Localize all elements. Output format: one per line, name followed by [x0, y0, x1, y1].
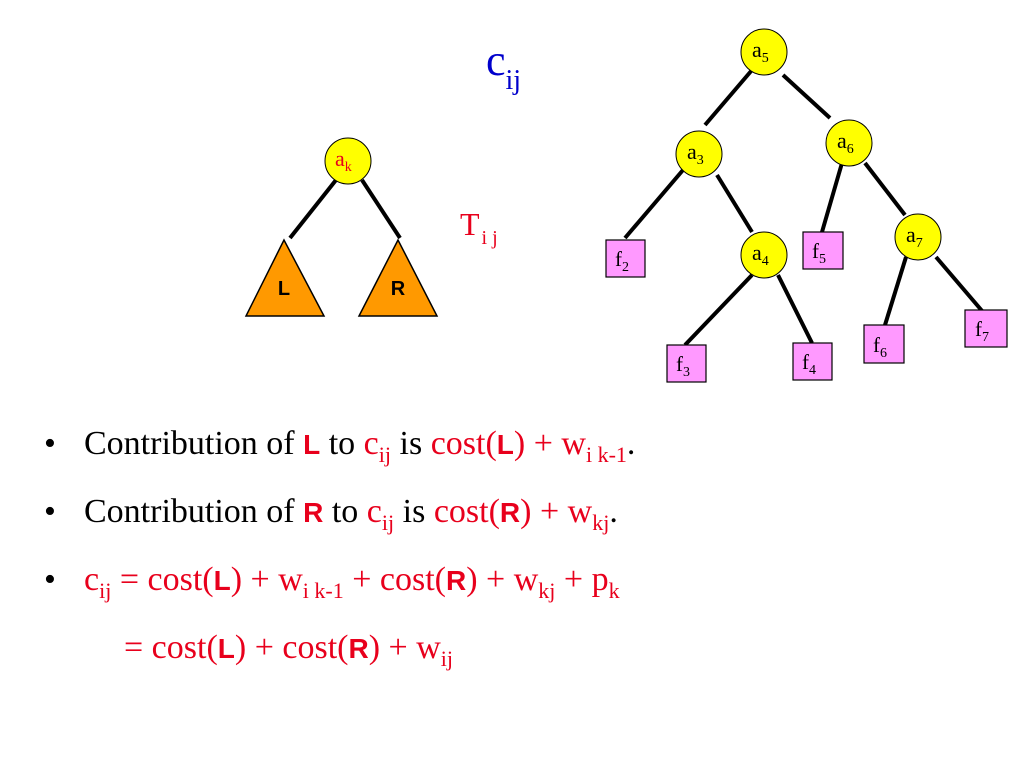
edge — [776, 274, 814, 344]
leaf-f2 — [605, 239, 646, 278]
text: to — [323, 493, 367, 530]
left-subtree-triangle — [244, 238, 326, 317]
node-a7 — [894, 213, 942, 261]
bullet-dot: • — [44, 425, 56, 462]
slide-title: cij — [486, 36, 521, 96]
edge — [715, 173, 754, 234]
edge — [683, 273, 754, 347]
leaf-f5 — [802, 231, 844, 270]
bullet-2: Contribution of R to cij is cost(R) + wk… — [84, 492, 618, 535]
node-a3-label: a3 — [687, 139, 704, 168]
edge — [288, 178, 338, 240]
cost-expression: cost(R) + wkj — [433, 493, 610, 535]
leaf-f6-label: f6 — [873, 333, 887, 361]
leaf-f7 — [964, 309, 1008, 348]
edge — [934, 255, 985, 314]
leaf-f4 — [792, 342, 833, 381]
node-a6 — [825, 119, 873, 167]
node-a4-label: a4 — [752, 240, 769, 269]
bullet-1: Contribution of L to cij is cost(L) + wi… — [84, 424, 636, 467]
leaf-f6 — [863, 324, 905, 364]
node-a5 — [740, 28, 788, 76]
text: Contribution of — [84, 425, 304, 462]
leaf-f2-label: f2 — [615, 247, 629, 275]
left-subtree-label: L — [278, 278, 290, 300]
bullet-dot: • — [44, 561, 56, 598]
node-a6-label: a6 — [837, 128, 854, 157]
right-subtree-triangle — [357, 238, 439, 317]
edge — [623, 168, 685, 240]
edge — [781, 73, 832, 120]
text: is — [391, 425, 431, 462]
generic-tree: ak L R — [244, 137, 439, 317]
text: . — [609, 493, 618, 530]
r-symbol: R — [303, 497, 324, 528]
bullet-3-continuation: = cost(L) + cost(R) + wij — [124, 629, 453, 671]
l-symbol: L — [303, 429, 321, 460]
edge — [863, 161, 907, 217]
leaf-f5-label: f5 — [812, 239, 826, 267]
example-tree: a5 a3 a6 a4 a7 f2 f5 f3 f4 f6 f7 — [605, 28, 1008, 383]
leaf-f3 — [666, 344, 707, 383]
cij: cij — [363, 425, 391, 467]
node-a7-label: a7 — [906, 222, 923, 251]
bullet-3-equation: cij = cost(L) + wi k-1 + cost(R) + wkj +… — [84, 561, 620, 603]
edge — [883, 256, 908, 326]
edge — [360, 178, 402, 240]
edge — [820, 162, 844, 233]
text: Contribution of — [84, 493, 304, 530]
edge — [703, 68, 754, 127]
leaf-f3-label: f3 — [676, 352, 690, 380]
text: is — [394, 493, 434, 530]
text: . — [626, 425, 636, 462]
bullet-dot: • — [44, 493, 56, 530]
text: to — [320, 425, 364, 462]
node-a4 — [740, 231, 788, 279]
node-a5-label: a5 — [752, 37, 769, 66]
right-subtree-label: R — [391, 278, 406, 300]
root-node-label: ak — [335, 146, 352, 175]
cij: cij — [366, 493, 395, 535]
root-node-ak — [324, 137, 372, 185]
leaf-f7-label: f7 — [975, 317, 989, 345]
node-a3 — [675, 130, 723, 178]
leaf-f4-label: f4 — [802, 350, 816, 378]
cost-expression: cost(L) + wi k-1 — [430, 425, 627, 467]
